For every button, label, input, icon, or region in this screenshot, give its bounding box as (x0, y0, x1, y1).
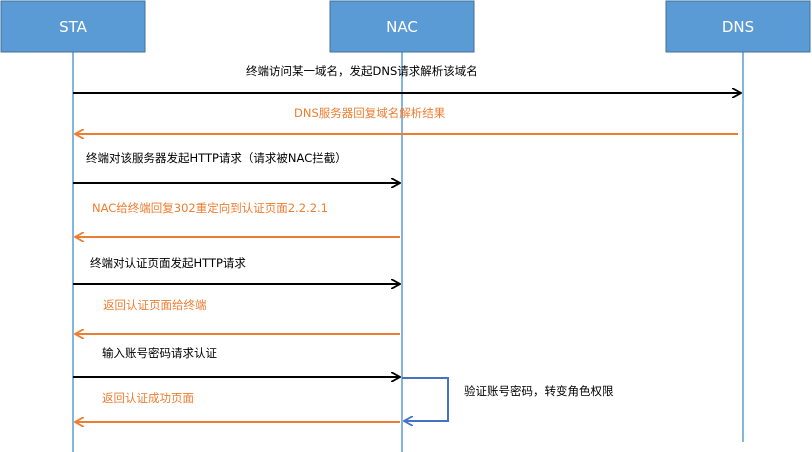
message-1-label: 终端访问某一域名，发起DNS请求解析该域名 (246, 64, 478, 78)
message-2-label: DNS服务器回复域名解析结果 (294, 106, 446, 120)
actor-nac-label: NAC (386, 18, 418, 36)
actor-sta: STA (0, 0, 146, 53)
message-8-label: 返回认证成功页面 (102, 391, 194, 405)
message-7-label: 输入账号密码请求认证 (102, 346, 217, 360)
message-6-label: 返回认证页面给终端 (103, 298, 207, 312)
nac-self-note: 验证账号密码，转变角色权限 (464, 384, 614, 398)
actor-nac: NAC (329, 0, 475, 53)
message-4-label: NAC给终端回复302重定向到认证页面2.2.2.1 (92, 201, 328, 215)
message-5-label: 终端对认证页面发起HTTP请求 (90, 256, 246, 270)
message-3-label: 终端对该服务器发起HTTP请求（请求被NAC拦截） (86, 151, 347, 165)
actor-dns: DNS (665, 0, 811, 53)
actor-sta-label: STA (59, 18, 88, 36)
actor-dns-label: DNS (722, 18, 754, 36)
nac-self-loop-arrow (402, 377, 449, 421)
